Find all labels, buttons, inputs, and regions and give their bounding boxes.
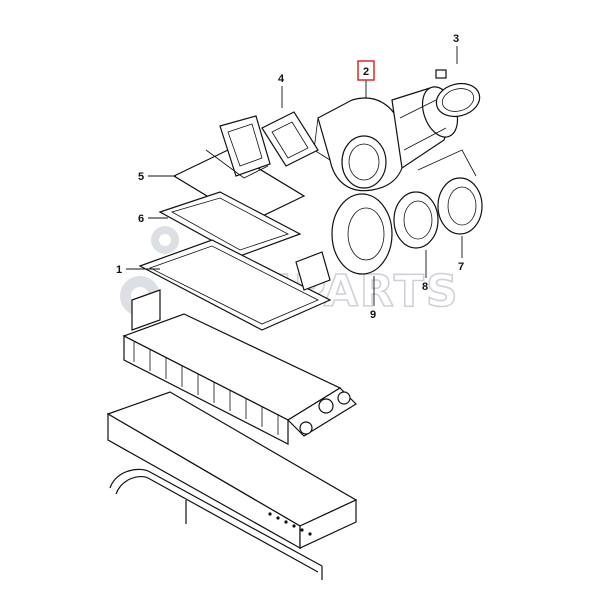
part-4-flange-seal: [261, 111, 319, 167]
callout-5: 5: [138, 171, 144, 183]
heater-core: [122, 313, 357, 445]
callout-7: 7: [458, 261, 464, 273]
callout-numbers: 1 2 3 4 5 6 7 8 9: [116, 33, 464, 321]
part-9-flange-ring: [331, 193, 393, 275]
part-1-cover-tray: [131, 239, 332, 331]
callout-1: 1: [116, 264, 122, 276]
mounting-bracket: [109, 468, 323, 580]
callout-leaders: [126, 46, 463, 306]
callout-6: 6: [138, 213, 144, 225]
part-7-collar-ring: [417, 149, 483, 235]
part-5-intake-duct: [172, 115, 306, 223]
callout-4: 4: [278, 73, 285, 85]
callout-9: 9: [370, 309, 376, 321]
lower-housing: [106, 391, 358, 550]
callout-2-highlight-box: [357, 60, 375, 81]
callout-2: 2: [363, 66, 369, 78]
callout-3: 3: [453, 33, 459, 45]
part-3-hose-clamp: [435, 69, 481, 118]
part-8-gasket-ring: [393, 191, 439, 249]
callout-8: 8: [422, 281, 428, 293]
